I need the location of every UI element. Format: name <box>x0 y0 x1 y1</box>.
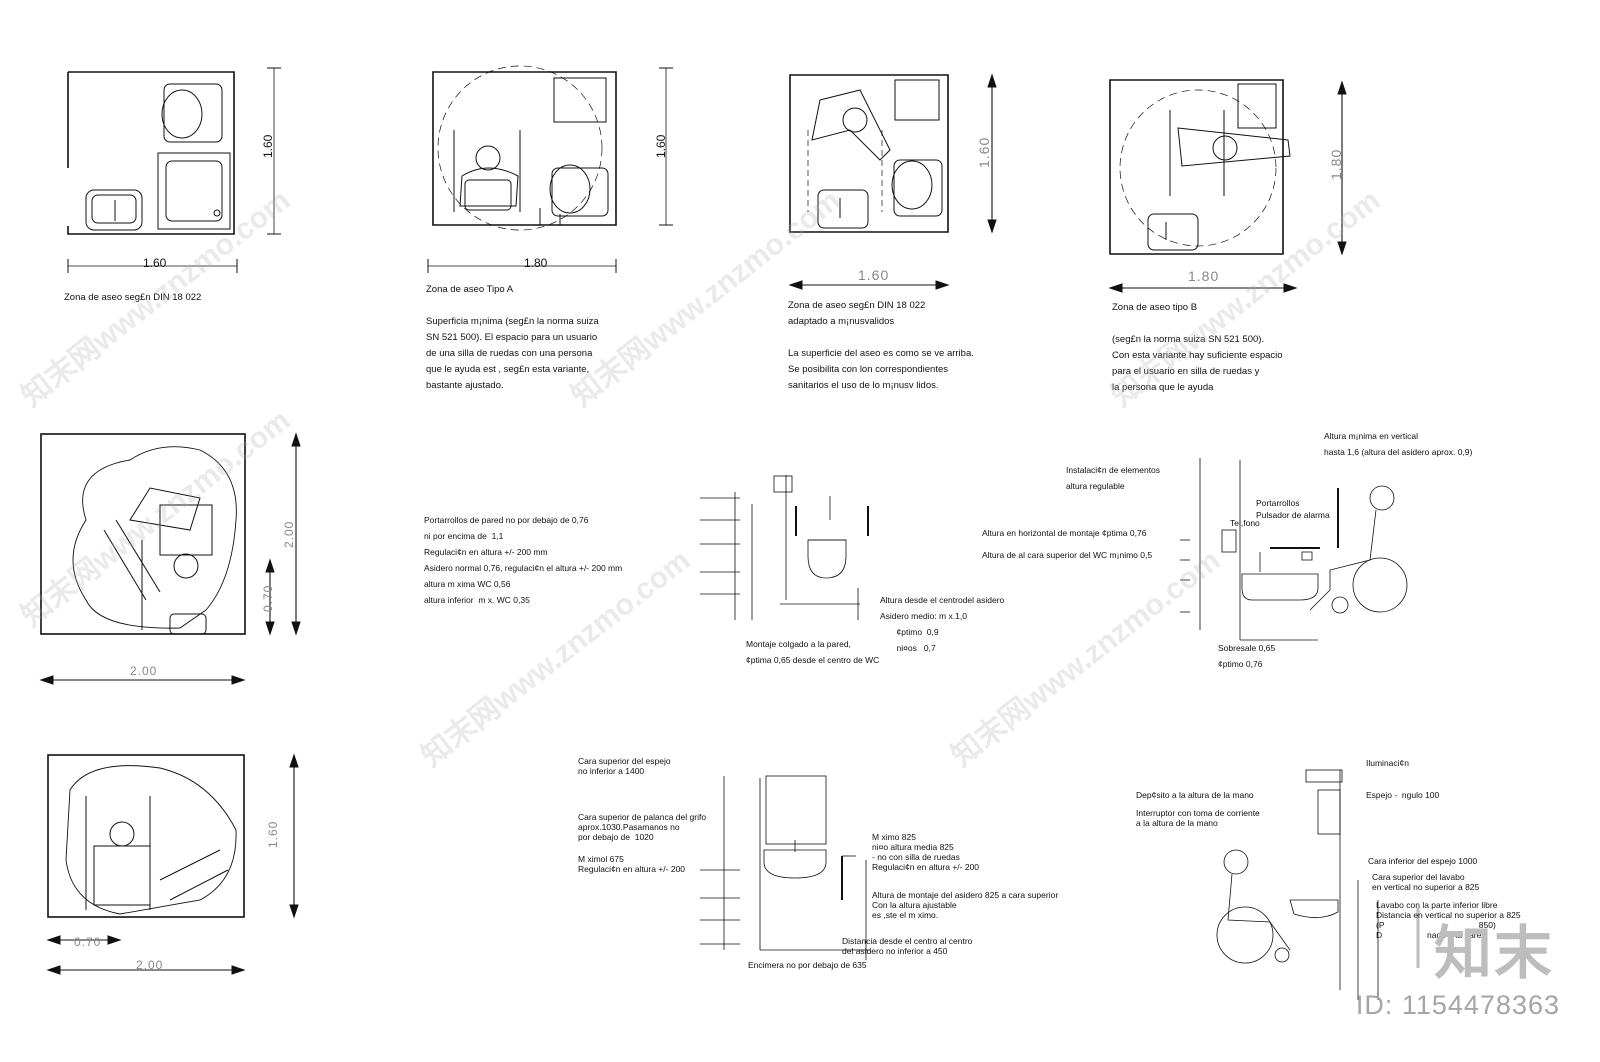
plan2-dim-height: 1.60 <box>654 134 668 158</box>
lavabo-inferior-note: Lavabo con la parte inferior libre Dista… <box>1376 900 1521 940</box>
plan4-title: Zona de aseo tipo B <box>1112 302 1198 313</box>
sobresale-note: Sobresale 0,65 ¢ptimo 0,76 <box>1218 643 1276 669</box>
wheelchair-at-sink <box>1216 769 1379 1000</box>
interruptor-note: Interruptor con toma de corriente a la a… <box>1136 808 1260 828</box>
image-id-label: ID: 1154478363 <box>1355 990 1560 1020</box>
plan6-dim-width-small: 0.70 <box>74 935 102 949</box>
plan-2x1.6 <box>46 753 299 975</box>
deposito-note: Dep¢sito a la altura de la mano <box>1136 790 1254 800</box>
plan2-title: Zona de aseo Tipo A <box>426 284 514 295</box>
plan3-dim-height: 1.60 <box>976 136 992 168</box>
espejo-inferior-note: Cara inferior del espejo 1000 <box>1368 856 1478 866</box>
toilet-side-elevation <box>1180 458 1408 641</box>
espejo-angulo-note: Espejo - ngulo 100 <box>1366 790 1440 800</box>
plan4-dim-height: 1.80 <box>1328 148 1344 180</box>
wc-notes-right: Altura desde el centrodel asidero Asider… <box>880 595 1005 653</box>
plan-tipo-a <box>427 65 673 273</box>
portarrollos-note: Portarrollos Pulsador de alarma <box>1256 498 1330 520</box>
wc-notes-bottom: Montaje colgado a la pared, ¢ptima 0,65 … <box>746 639 880 665</box>
wc-elevation <box>700 475 869 620</box>
montaje-note: Altura de montaje del asidero 825 a cara… <box>872 890 1059 920</box>
plan6-dim-height: 1.60 <box>266 820 280 848</box>
plan-2x2 <box>39 432 301 685</box>
washbasin-elevation <box>700 775 870 960</box>
espejo-note: Cara superior del espejo no inferior a 1… <box>578 756 671 776</box>
plan2-dim-width: 1.80 <box>524 256 548 270</box>
altura-horizontal-note: Altura en horizontal de montaje ¢ptima 0… <box>982 528 1147 538</box>
plan1-dim-height: 1.60 <box>261 134 275 158</box>
altura-minima-note: Altura m¡nima en vertical hasta 1,6 (alt… <box>1324 431 1473 457</box>
plan3-dim-width: 1.60 <box>858 267 890 283</box>
maximo825-note: M ximo 825 ni¤o altura media 825 - no co… <box>872 832 980 872</box>
plan-tipo-b <box>1108 79 1347 293</box>
cara-superior-note: Altura de al cara superior del WC m¡nimo… <box>982 550 1153 560</box>
plan1-caption: Zona de aseo seg£n DIN 18 022 <box>64 292 202 303</box>
iluminacion-note: Iluminaci¢n <box>1366 758 1409 768</box>
plan4-dim-width: 1.80 <box>1188 268 1220 284</box>
plan5-dim-width: 2.00 <box>130 664 158 678</box>
plan6-dim-width: 2.00 <box>136 958 164 972</box>
plan3-description: La superficie del aseo es como se ve arr… <box>788 348 974 391</box>
wc-notes-left: Portarrollos de pared no por debajo de 0… <box>424 515 623 605</box>
plan-din-minusvalidos <box>788 73 997 290</box>
plan5-dim-height-small: 0.70 <box>261 584 275 612</box>
plan-din-18022 <box>67 67 281 273</box>
plan4-description: (seg£n la norma suiza SN 521 500). Con e… <box>1112 334 1283 393</box>
maximo-note: M ximol 675 Regulaci¢n en altura +/- 200 <box>578 854 686 874</box>
plan5-dim-height: 2.00 <box>282 520 296 548</box>
telefono-note: Tel,fono <box>1230 518 1260 528</box>
lavabo-superior-note: Cara superior del lavabo en vertical no … <box>1372 872 1480 892</box>
watermark-brand: 知末 <box>1433 921 1554 986</box>
plan3-title: Zona de aseo seg£n DIN 18 022 adaptado a… <box>788 300 926 327</box>
plan1-dim-width: 1.60 <box>143 256 167 270</box>
palanca-note: Cara superior de palanca del grifo aprox… <box>578 812 707 842</box>
distancia-note: Distancia desde el centro al centro del … <box>842 936 973 956</box>
instalacion-note: Instalaci¢n de elementos altura regulabl… <box>1066 465 1161 491</box>
plan2-description: Superficia m¡nima (seg£n la norma suiza … <box>426 316 599 391</box>
encimera-note: Encimera no por debajo de 635 <box>748 960 867 970</box>
